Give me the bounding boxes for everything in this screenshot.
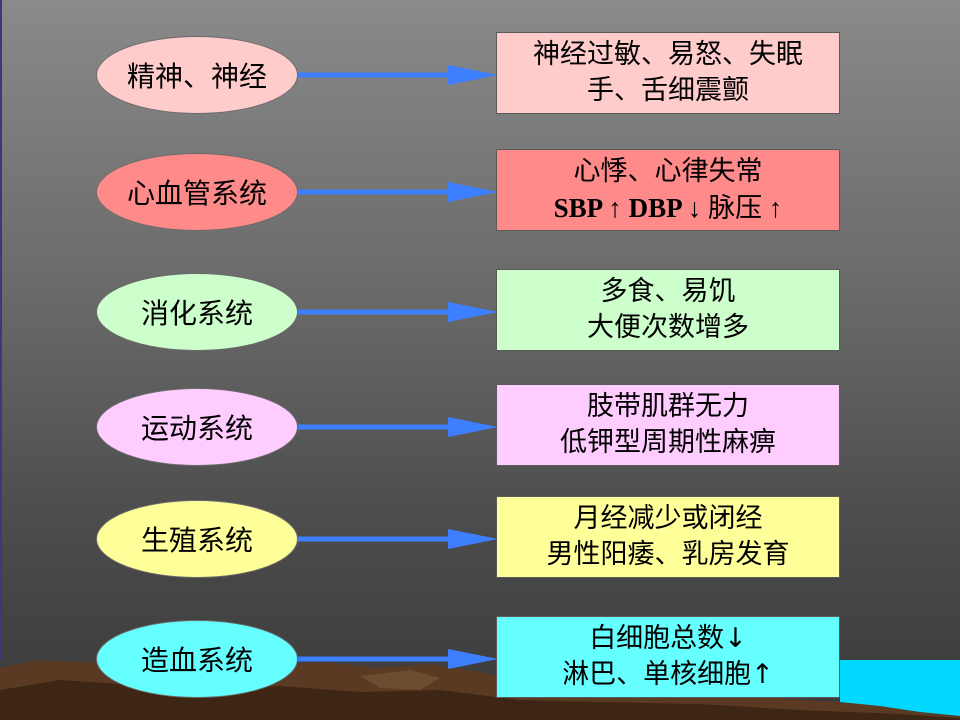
pulse-pressure-label: 脉压 bbox=[708, 192, 763, 224]
arrow-icon bbox=[298, 182, 498, 202]
symptom-line-2: 淋巴、单核细胞↑ bbox=[562, 659, 774, 690]
system-oval: 造血系统 bbox=[96, 620, 298, 698]
down-arrow-icon: ↓ bbox=[687, 192, 702, 223]
symptom-line-1: 月经减少或闭经 bbox=[573, 503, 763, 534]
symptom-box: 肢带肌群无力 低钾型周期性麻痹 bbox=[496, 384, 840, 466]
system-label: 消化系统 bbox=[140, 297, 253, 330]
symptom-box: 白细胞总数↓ 淋巴、单核细胞↑ bbox=[496, 616, 840, 698]
symptom-line-1: 肢带肌群无力 bbox=[587, 391, 749, 422]
system-label: 精神、神经 bbox=[126, 60, 267, 93]
system-oval: 心血管系统 bbox=[96, 153, 298, 231]
symptom-line-2: 大便次数增多 bbox=[587, 312, 749, 343]
arrow-icon bbox=[298, 649, 498, 669]
symptom-box: 心悸、心律失常 SBP ↑ DBP ↓ 脉压 ↑ bbox=[496, 149, 840, 231]
row-reproductive: 生殖系统 月经减少或闭经 男性阳痿、乳房发育 bbox=[0, 494, 960, 584]
symptom-line-1: 多食、易饥 bbox=[600, 276, 736, 307]
symptom-line-1: 心悸、心律失常 bbox=[573, 155, 763, 187]
system-label: 运动系统 bbox=[140, 412, 253, 445]
system-oval: 生殖系统 bbox=[96, 500, 298, 578]
arrow-icon bbox=[298, 529, 498, 549]
symptom-line-2: 手、舌细震颤 bbox=[587, 75, 749, 106]
left-edge-line bbox=[0, 0, 2, 660]
system-oval: 运动系统 bbox=[96, 388, 298, 466]
row-digestive: 消化系统 多食、易饥 大便次数增多 bbox=[0, 267, 960, 357]
system-label: 造血系统 bbox=[140, 644, 253, 677]
system-oval: 消化系统 bbox=[96, 273, 298, 351]
row-motor: 运动系统 肢带肌群无力 低钾型周期性麻痹 bbox=[0, 382, 960, 472]
system-label: 生殖系统 bbox=[140, 524, 253, 557]
sbp-label: SBP bbox=[553, 192, 602, 223]
up-arrow-icon: ↑ bbox=[608, 192, 622, 223]
symptom-box: 多食、易饥 大便次数增多 bbox=[496, 269, 840, 351]
symptom-box: 月经减少或闭经 男性阳痿、乳房发育 bbox=[496, 496, 840, 578]
up-arrow-icon: ↑ bbox=[768, 192, 783, 223]
arrow-icon bbox=[298, 65, 498, 85]
symptom-line-2: 男性阳痿、乳房发育 bbox=[546, 539, 790, 570]
ground-highlight-2 bbox=[360, 670, 440, 690]
system-oval: 精神、神经 bbox=[96, 36, 298, 114]
arrow-icon bbox=[298, 417, 498, 437]
row-nervous: 精神、神经 神经过敏、易怒、失眠 手、舌细震颤 bbox=[0, 30, 960, 120]
arrow-icon bbox=[298, 302, 498, 322]
symptom-line-2: SBP ↑ DBP ↓ 脉压 ↑ bbox=[554, 190, 783, 227]
symptom-line-1: 白细胞总数↓ bbox=[589, 623, 747, 654]
symptom-line-2: 低钾型周期性麻痹 bbox=[560, 427, 776, 458]
symptom-line-1: 神经过敏、易怒、失眠 bbox=[533, 39, 803, 70]
row-hematopoietic: 造血系统 白细胞总数↓ 淋巴、单核细胞↑ bbox=[0, 614, 960, 704]
system-label: 心血管系统 bbox=[126, 177, 267, 210]
symptom-box: 神经过敏、易怒、失眠 手、舌细震颤 bbox=[496, 32, 840, 114]
row-cardiovascular: 心血管系统 心悸、心律失常 SBP ↑ DBP ↓ 脉压 ↑ bbox=[0, 147, 960, 237]
dbp-label: DBP bbox=[628, 192, 682, 223]
